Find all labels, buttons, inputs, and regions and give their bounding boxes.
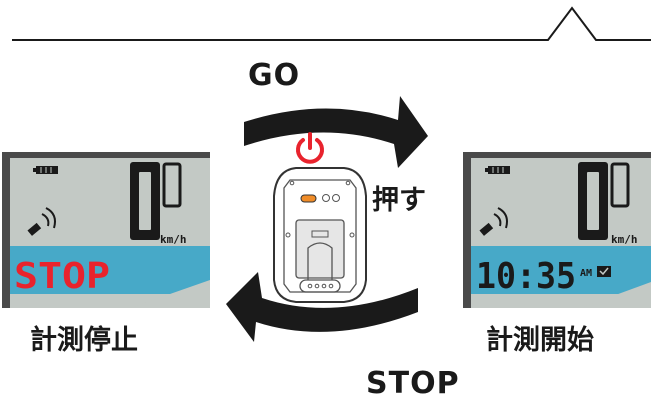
header-rule [12, 6, 651, 41]
speed-digit [130, 162, 182, 240]
stop-label: STOP [366, 366, 460, 401]
press-label: 押す [372, 185, 426, 216]
left-display: km/h STOP [2, 152, 210, 308]
right-caption: 計測開始 [486, 325, 594, 356]
go-arrow [244, 96, 428, 168]
power-icon [296, 132, 324, 164]
ampm-indicator: AM [580, 268, 592, 279]
sensor-signal-icon [27, 207, 56, 236]
speed-digit [578, 162, 630, 240]
go-label: GO [248, 58, 301, 93]
battery-icon [485, 166, 510, 174]
battery-icon [33, 166, 58, 174]
speed-unit: km/h [611, 233, 638, 246]
clock-readout: 10:35 [476, 256, 576, 297]
status-readout: STOP [14, 256, 110, 297]
left-caption: 計測停止 [30, 325, 138, 356]
device-back [273, 167, 367, 303]
speed-unit: km/h [160, 233, 187, 246]
stop-arrow [226, 272, 418, 342]
sensor-signal-icon [479, 207, 508, 236]
clock-icon [597, 266, 611, 277]
right-display: km/h 10:35 AM [463, 152, 651, 308]
start-button[interactable] [300, 194, 317, 203]
